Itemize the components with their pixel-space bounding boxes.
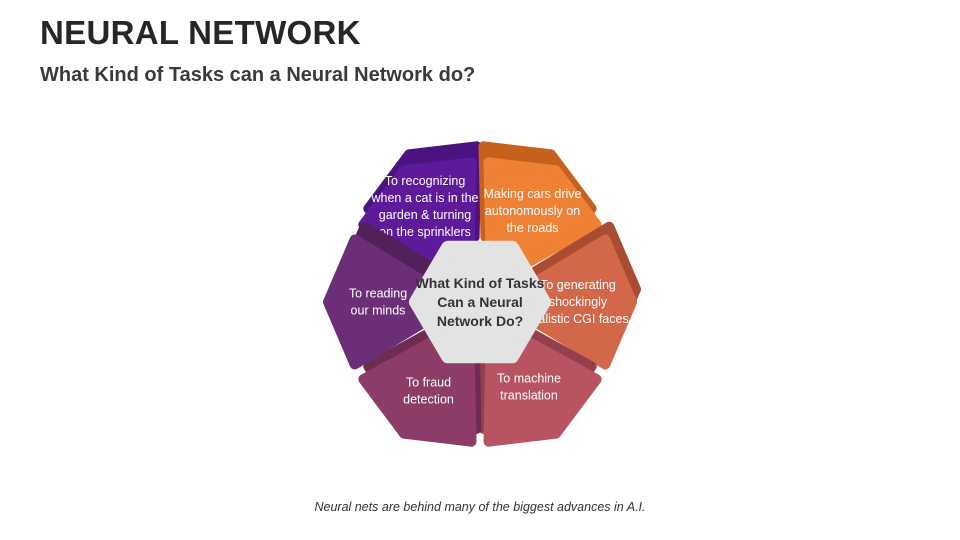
center-question-line: What Kind of Tasks (416, 275, 545, 291)
segment-label-line: To recognizing (385, 174, 466, 188)
center-question-line: Network Do? (437, 313, 523, 329)
footnote-text-end: many of the biggest advances in A.I. (440, 500, 646, 514)
center-hexagon (409, 240, 551, 364)
segment-label: To recognizing when a cat is in the garden… (370, 174, 478, 239)
segment-label-line: realistic CGI faces (527, 312, 628, 326)
segment-label-line: on the sprinklers (379, 225, 471, 239)
segment-label-line: our minds (351, 304, 406, 318)
segment-reading: To reading our minds (323, 221, 448, 370)
segment-label-line: shockingly (549, 295, 608, 309)
segment-label-line: To machine (497, 371, 561, 385)
segment-label-line: detection (403, 393, 454, 407)
segment-cgi: To generating shockingly realistic CGI fac… (522, 221, 641, 370)
segment-label-line: the roads (506, 221, 558, 235)
segment-label-line: translation (500, 388, 558, 402)
page-subtitle: What Kind of Tasks can a Neural Network … (40, 64, 476, 86)
segment-label-line: To reading (349, 287, 407, 301)
segment-label-line: To generating (540, 278, 616, 292)
footnote: Neural nets are behind many of the bigge… (0, 500, 960, 514)
segment-label: To reading our minds (349, 287, 407, 318)
segment-label-line: Making cars drive (484, 187, 582, 201)
segment-label-line: when a cat is in the (370, 191, 478, 205)
segment-label: To fraud detection (403, 376, 454, 407)
segment-label: Making cars drive autonomously on the road… (484, 187, 582, 235)
segment-label: To machine translation (497, 371, 561, 402)
page-title: NEURAL NETWORK (40, 14, 361, 51)
segment-label-line: To fraud (406, 376, 451, 390)
segment-label-line: autonomously on (485, 204, 580, 218)
footnote-text-start: Neural nets are (314, 500, 404, 514)
center-question-line: Can a Neural (437, 294, 523, 310)
segment-label-line: garden & turning (379, 208, 471, 222)
footnote-emphasis: behind (403, 500, 441, 514)
segment-label: To generating shockingly realistic CGI fac… (527, 278, 628, 326)
